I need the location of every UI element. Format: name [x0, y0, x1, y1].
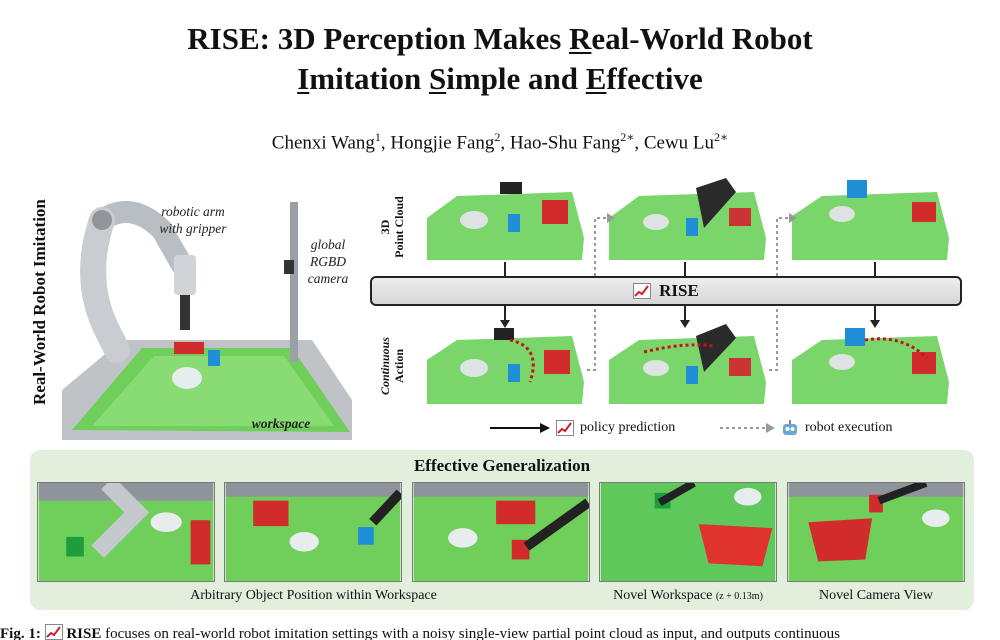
paper-title-line1: RISE: 3D Perception Makes Real-World Rob…: [187, 21, 813, 56]
chart-line-icon: [44, 624, 63, 640]
point-cloud-panel-1: [427, 182, 584, 260]
author-affiliation: 2∗: [714, 130, 729, 144]
action-panel-3: [792, 328, 949, 404]
generalization-photo-3: [412, 482, 590, 582]
caption-novel-workspace: Novel Workspace (z + 0.13m): [613, 588, 763, 603]
legend-policy-label: policy prediction: [580, 420, 676, 435]
point-cloud-panel-3: [792, 180, 949, 260]
robot-setup-image: [62, 190, 352, 440]
generalization-photo-1: [37, 482, 215, 582]
figure-caption: Fig. 1: RISE focuses on real-world robot…: [0, 624, 840, 640]
action-panel-1: [427, 328, 584, 404]
author-affiliation: 2: [494, 130, 501, 144]
camera-label: global RGBD camera: [307, 237, 349, 286]
author-name: Chenxi Wang: [271, 132, 375, 154]
generalization-photo-5: [787, 482, 965, 582]
author-name: Hongjie Fang: [390, 132, 495, 154]
generalization-title: Effective Generalization: [413, 456, 591, 475]
flow-arrows: [500, 262, 880, 328]
author-affiliation: 2∗: [620, 130, 635, 144]
point-cloud-panel-2: [609, 178, 766, 260]
author-list: Chenxi Wang1, Hongjie Fang2, Hao-Shu Fan…: [271, 130, 729, 154]
legend-policy: policy prediction: [490, 420, 675, 436]
generalization-photo-2: [224, 482, 402, 582]
chart-line-icon: [633, 283, 652, 299]
workspace-label: workspace: [251, 416, 311, 431]
paper-title-line2: Imitation Simple and Effective: [297, 61, 703, 96]
legend-robot: robot execution: [720, 420, 892, 436]
author-name: Hao-Shu Fang: [509, 132, 621, 154]
action-panel-2: [609, 324, 766, 404]
robotic-arm-label: robotic arm with gripper: [159, 204, 227, 236]
generalization-photo-4: [599, 482, 777, 582]
dotted-arrow-icon: [720, 423, 775, 433]
author-name: Cewu Lu: [643, 132, 715, 154]
real-world-imitation-label: Real-World Robot Imitation: [30, 199, 49, 405]
caption-arbitrary-position: Arbitrary Object Position within Workspa…: [190, 588, 437, 603]
point-cloud-row-label: 3D Point Cloud: [378, 196, 406, 258]
chart-line-icon: [556, 420, 574, 436]
author-affiliation: 1: [374, 130, 381, 144]
caption-novel-camera: Novel Camera View: [819, 588, 933, 603]
continuous-action-row-label: Continuous Action: [378, 336, 406, 396]
arrow-right-icon: [490, 423, 550, 433]
legend-robot-label: robot execution: [805, 420, 893, 435]
rise-label: RISE: [659, 281, 699, 300]
rise-policy-block: RISE: [370, 276, 962, 306]
robot-icon: [783, 420, 797, 435]
